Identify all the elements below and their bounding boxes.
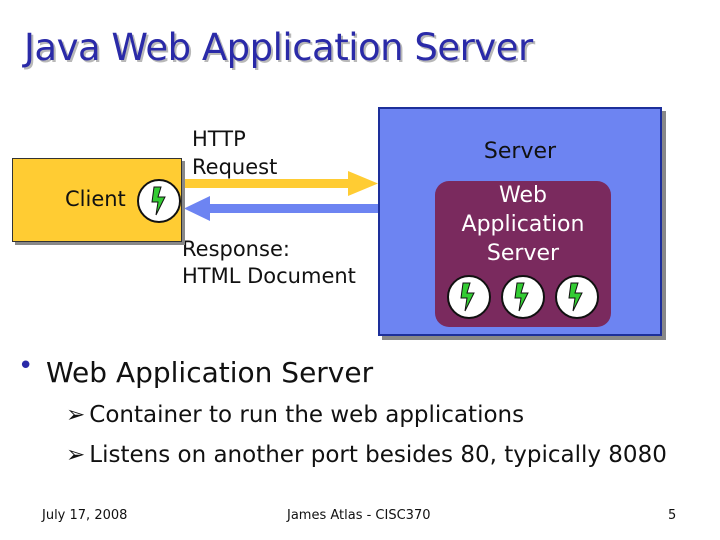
footer-date: July 17, 2008 (42, 508, 128, 523)
client-bolt-icon (137, 179, 181, 223)
response-label-line1: Response: (182, 237, 290, 261)
was-label: Web Application Server (435, 181, 611, 268)
response-label-line2: HTML Document (182, 264, 356, 288)
slide-title: Java Web Application Server (24, 26, 533, 69)
was-label-line1: Web (499, 183, 547, 208)
footer-author: James Atlas - CISC370 (287, 508, 431, 523)
app-bolt-icon (501, 275, 545, 319)
sub-bullet: ➢Container to run the web applications (66, 402, 524, 428)
sub-bullet: ➢Listens on another port besides 80, typ… (66, 442, 667, 468)
request-label-line1: HTTP (192, 127, 246, 151)
request-arrow (180, 171, 378, 196)
client-box: Client (12, 158, 182, 242)
app-bolt-icon (447, 275, 491, 319)
response-arrow (184, 196, 378, 221)
app-bolt-icon (555, 275, 599, 319)
request-label-line2: Request (192, 155, 278, 179)
footer-page-number: 5 (668, 508, 677, 523)
sub-bullet-text: Container to run the web applications (89, 402, 525, 428)
client-label: Client (65, 187, 126, 211)
sub-bullet-text: Listens on another port besides 80, typi… (89, 442, 667, 468)
server-label: Server (483, 139, 557, 164)
arrow-bullet-icon: ➢ (66, 442, 86, 468)
was-label-line2: Application (461, 212, 585, 237)
web-application-server-box: Web Application Server (435, 181, 611, 327)
arrow-bullet-icon: ➢ (66, 402, 86, 428)
bullet-dot-icon: • (18, 351, 34, 381)
bullet-text: Web Application Server (46, 356, 374, 389)
server-box: Server Web Application Server (378, 107, 662, 336)
was-label-line3: Server (486, 241, 560, 266)
